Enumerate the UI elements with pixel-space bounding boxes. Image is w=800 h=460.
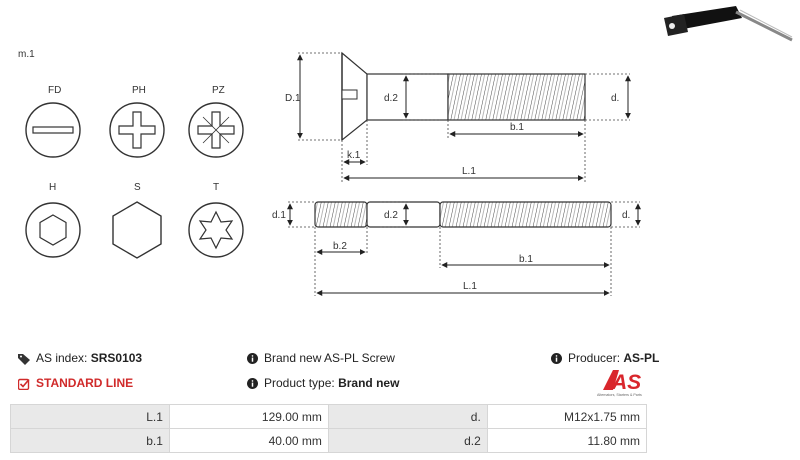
spec-key: b.1 [10,428,170,453]
table-row: b.1 40.00 mm d.2 11.80 mm [10,428,648,453]
description: Brand new AS-PL Screw [247,351,395,365]
checkbox-icon [18,378,30,390]
head-type-pz: PZ [188,85,244,158]
info-icon [247,378,258,390]
dim-label: d.2 [384,210,398,221]
spec-key: L.1 [10,404,170,429]
head-type-label: T [213,182,219,193]
info-icon [247,353,258,365]
head-type-t: T [188,182,244,258]
spec-table: L.1 129.00 mm d. M12x1.75 mm b.1 40.00 m… [10,404,648,453]
spec-value: 40.00 mm [168,428,329,453]
head-type-label: H [49,182,56,193]
pozidriv-icon [188,102,244,158]
technical-drawing: m.1 FD PH PZ H S [18,6,793,296]
product-type-value: Brand new [338,376,400,390]
as-index-label: AS index: [36,351,88,365]
head-type-s: S [112,182,162,259]
standard-line-label: STANDARD LINE [36,376,134,390]
dim-label: k.1 [347,150,361,161]
dim-label: b.1 [510,122,524,133]
as-index-value: SRS0103 [90,351,143,365]
standard-line: STANDARD LINE [18,376,133,390]
logo-tagline: Alternators, Starters & Parts [597,393,642,397]
head-type-label: FD [48,85,61,96]
head-type-h: H [25,182,81,258]
product-type-label: Product type: [264,376,335,390]
product-photo [664,6,793,42]
screw-drawing: D.1 d.2 d. b.1 k.1 L.1 [285,51,631,182]
dim-label: b.1 [519,254,533,265]
slotted-icon [25,102,81,158]
producer-label: Producer: [568,351,621,365]
as-pl-logo: AS Alternators, Starters & Parts [597,370,642,397]
dim-label: L.1 [463,281,477,292]
tag-icon [18,353,30,365]
table-row: L.1 129.00 mm d. M12x1.75 mm [10,404,648,429]
phillips-icon [109,102,165,158]
as-index: AS index: SRS0103 [18,351,142,365]
hex-head-icon [112,201,162,259]
dim-label: d.1 [272,210,286,221]
dim-label: L.1 [462,166,476,177]
spec-key: d. [327,404,488,429]
dim-label: d. [622,210,630,221]
spec-value: 129.00 mm [168,404,329,429]
head-type-fd: FD [25,85,81,158]
head-type-ph: PH [109,85,165,158]
material-label: m.1 [18,49,35,60]
info-icon [551,353,562,365]
hex-socket-icon [25,202,81,258]
head-type-label: PH [132,85,146,96]
head-type-label: S [134,182,141,193]
dim-label: d. [611,93,619,104]
logo-mark: AS [611,371,641,394]
producer: Producer: AS-PL [551,351,659,365]
product-type: Product type: Brand new [247,376,399,390]
dim-label: b.2 [333,241,347,252]
spec-value: M12x1.75 mm [486,404,648,429]
torx-icon [188,202,244,258]
producer-value: AS-PL [623,351,660,365]
head-type-label: PZ [212,85,225,96]
description-text: Brand new AS-PL Screw [264,351,395,365]
spec-key: d.2 [327,428,488,453]
spec-value: 11.80 mm [486,428,648,453]
stud-drawing: d.1 d.2 d. b.2 b.1 L.1 [272,201,641,296]
dim-label: D.1 [285,93,301,104]
dim-label: d.2 [384,93,398,104]
